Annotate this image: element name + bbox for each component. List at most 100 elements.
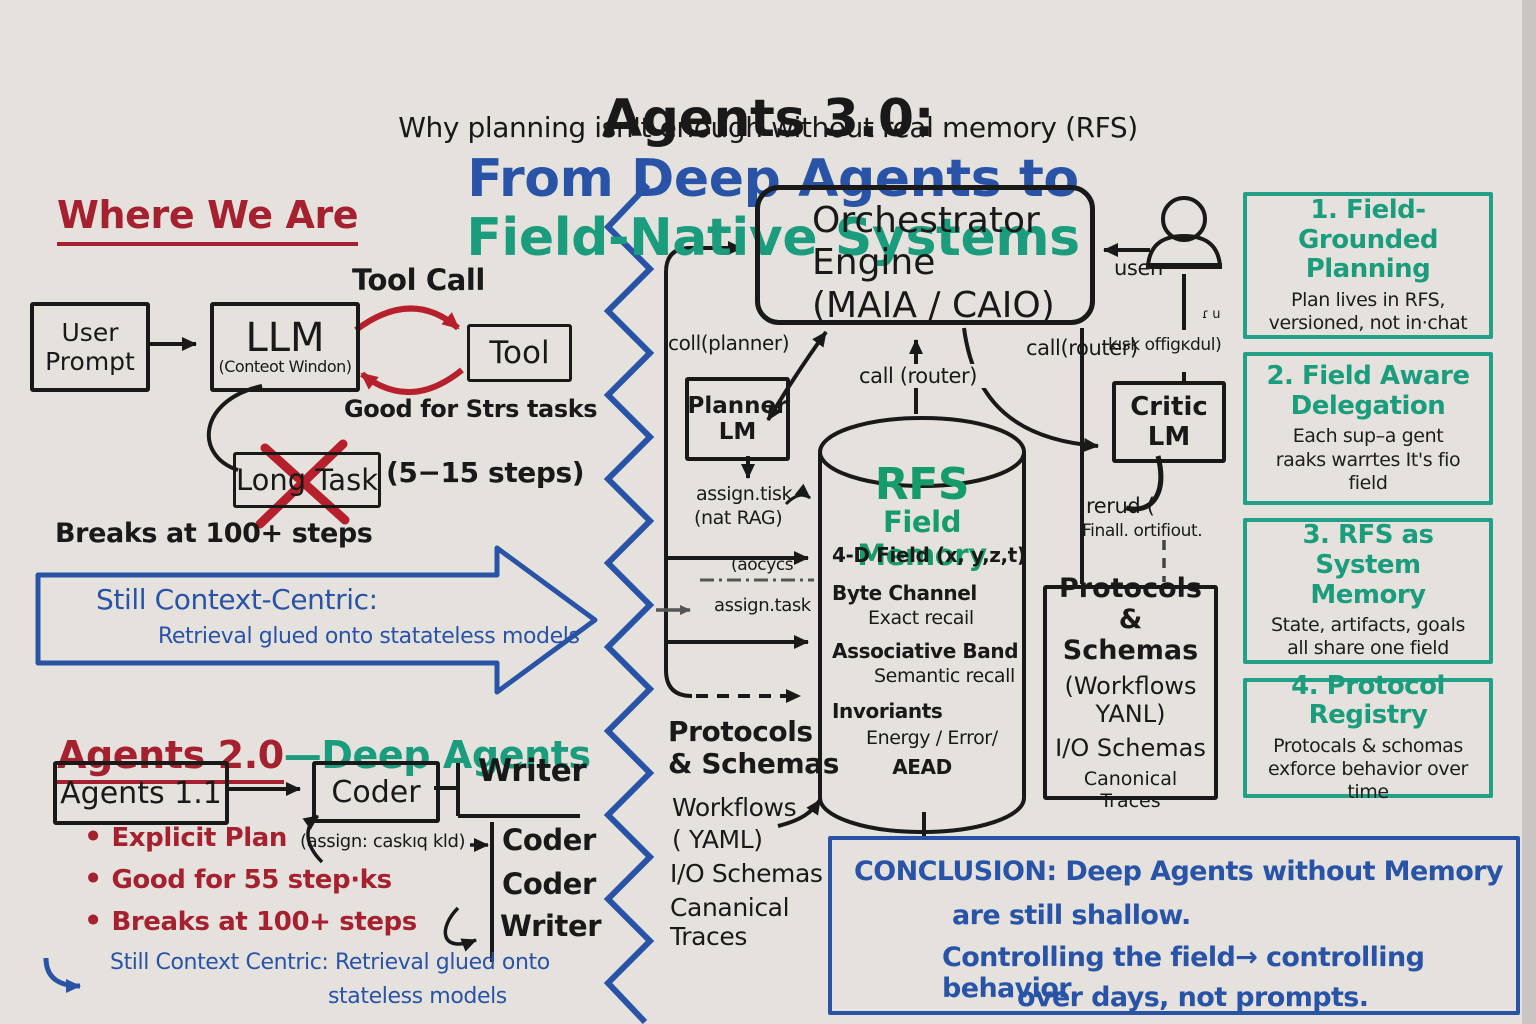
long-task-box: Long Task: [233, 452, 381, 508]
protocols-box-line: I/O Schemas: [1055, 734, 1206, 762]
field-memory-label: Field Memory: [857, 505, 987, 573]
where-we-are-heading: Where We Are: [57, 193, 359, 246]
field-4d-label: 4-D Field (x, y,z,t): [832, 543, 1026, 567]
bullet-item: Good for 55 step·ks: [84, 862, 392, 896]
right-panel-item-4: 4. Protocol Registry Protocals & schomas…: [1243, 671, 1493, 803]
protocols-box-line: & Schemas: [1062, 604, 1199, 666]
user-label: usen: [1114, 256, 1163, 280]
protocols-schemas-label: Protocols & Schemas: [668, 715, 839, 781]
photo-edge-shadow: [1522, 0, 1536, 1024]
right-panel-title: 3. RFS as System Memory: [1302, 520, 1434, 610]
assign-task-label: assign.task: [714, 595, 811, 616]
breaks-label-1: Breaks at 100+ steps: [55, 518, 373, 549]
conclusion-box: CONCLUSION: Deep Agents without Memory a…: [828, 836, 1520, 1015]
agents2-heading: Agents 2.0—Deep Agents: [57, 690, 591, 784]
page-subtitle: Why planning isn't enough without real m…: [398, 111, 1138, 144]
bullet-item: Breaks at 100+ steps: [84, 904, 417, 938]
agents11-box: Agents 1.1: [53, 761, 229, 825]
nat-rag-label: (nat RAG): [694, 507, 783, 529]
bullet-item: Explicit Plan: [84, 820, 287, 854]
call-router-mid-label: call (router): [848, 364, 988, 389]
conclusion-line-2: are still shallow.: [952, 900, 1191, 931]
llm-sublabel: (Conteot Windon): [218, 356, 353, 376]
yaml-label: ( YAML): [672, 825, 763, 854]
byte-channel-label: Byte Channel: [832, 581, 977, 605]
right-panel-item-3: 3. RFS as System Memory State, artifacts…: [1243, 518, 1493, 664]
assign-label: (assign: caskıq kld): [300, 831, 466, 852]
finall-label: Finall. ortifiout.: [1082, 521, 1203, 541]
long-task-steps: (5−15 steps): [386, 456, 585, 489]
call-router-right-label: call(router): [1026, 336, 1138, 360]
cananical-traces-label: Cananical Traces: [670, 893, 790, 951]
title-part-black: Agents 3.0:: [601, 88, 935, 149]
conclusion-line-3: Controlling the field→ controlling behav…: [942, 942, 1425, 1005]
worker-list-item: Coder: [502, 867, 596, 901]
coder-box: Coder: [312, 761, 440, 823]
context-centric-banner-arrow: [35, 545, 598, 695]
right-panel-title: 1. Field-Grounded Planning: [1298, 194, 1438, 285]
rerud-label: rerud (: [1086, 494, 1155, 518]
tool-call-arrow: [354, 305, 460, 333]
good-for-label: Good for Strs tasks: [344, 395, 598, 423]
invariants-label: Invoriants: [832, 699, 943, 723]
assign-tisk-label: assign.tisk: [696, 483, 793, 505]
conclusion-line-1: CONCLUSION: Deep Agents without Memory: [854, 856, 1503, 887]
worker-list-item: Writer: [500, 909, 602, 943]
right-panel-body: Each sup–a gent raaks warrtes It's fio f…: [1275, 425, 1461, 494]
worker-list-item: Coder: [502, 823, 596, 857]
io-schemas-label: I/O Schemas: [670, 859, 823, 888]
user-marks: ɾ u: [1202, 307, 1221, 322]
title-part-blue: From Deep Agents to: [467, 148, 1079, 209]
agents2-heading-green: —Deep Agents: [283, 732, 591, 777]
banner-line-1: Still Context-Centric:: [96, 583, 378, 616]
protocols-box-line: Canonical Traces: [1083, 768, 1178, 812]
critic-hook-line: [1125, 455, 1164, 512]
conclusion-line-4: over days, not prompts.: [1017, 982, 1369, 1013]
associative-band-label: Associative Band: [832, 639, 1019, 663]
banner-line-2: Retrieval glued onto statateless models: [158, 624, 580, 649]
rfs-cylinder: [818, 416, 1026, 834]
red-x-mark: [255, 439, 350, 529]
critic-lm-box: Critic LM: [1112, 381, 1226, 463]
right-panel-title: 2. Field Aware Delegation: [1266, 361, 1470, 421]
tool-call-label: Tool Call: [352, 263, 485, 297]
exact-recall-label: Exact recail: [868, 607, 974, 629]
writer-hook-arrow: [443, 906, 477, 952]
user-prompt-box: User Prompt: [30, 302, 150, 392]
call-planner-label: coll(planner): [668, 331, 790, 355]
right-panel-item-1: 1. Field-Grounded Planning Plan lives in…: [1243, 192, 1493, 339]
rfs-title: RFS: [874, 459, 970, 510]
planner-lm-box: Planner LM: [685, 377, 790, 461]
energy-error-label: Energy / Error/: [866, 727, 998, 749]
llm-box: LLM (Conteot Windon): [210, 302, 360, 392]
right-panel-title: 4. Protocol Registry: [1291, 670, 1445, 731]
user-sublabel: kısk offigĸdul): [1108, 335, 1222, 355]
right-panel-body: Protocals & schomas exforce behavior ove…: [1268, 734, 1468, 804]
orchestrator-box: Orchestrator Engine (MAIA / CAIO): [755, 185, 1095, 326]
workflows-to-cylinder-arrow: [777, 798, 822, 828]
tool-box: Tool: [467, 324, 572, 382]
protocols-schemas-box: Protocols & Schemas (Workflows YANL) I/O…: [1043, 573, 1218, 812]
zigzag-divider: [603, 182, 655, 1024]
workflows-label: Workflows: [672, 793, 797, 822]
aocycs-label: (aocycs: [731, 555, 794, 575]
call-router-right-curve: [962, 327, 1099, 452]
right-panel-item-2: 2. Field Aware Delegation Each sup–a gen…: [1243, 352, 1493, 505]
note-curve-arrow: [43, 957, 81, 993]
right-panel-body: Plan lives in RFS, versioned, not in·cha…: [1268, 288, 1468, 334]
writer-label: Writer: [478, 753, 587, 789]
llm-label: LLM: [245, 314, 325, 361]
semantic-recall-label: Semantic recall: [874, 665, 1015, 687]
aead-label: AEAD: [892, 755, 952, 779]
protocols-box-line: (Workflows: [1064, 672, 1197, 700]
user-icon: [1145, 196, 1223, 269]
agents2-note-2: stateless models: [328, 984, 507, 1009]
llm-loop-line: [206, 384, 263, 472]
protocols-box-line: Protocols: [1059, 573, 1202, 604]
assign-tisk-hook: [784, 483, 811, 506]
protocols-box-line: YANL): [1095, 700, 1166, 728]
tool-return-arrow: [360, 367, 464, 396]
agents2-note-1: Still Context Centric: Retrieval glued o…: [110, 950, 550, 975]
